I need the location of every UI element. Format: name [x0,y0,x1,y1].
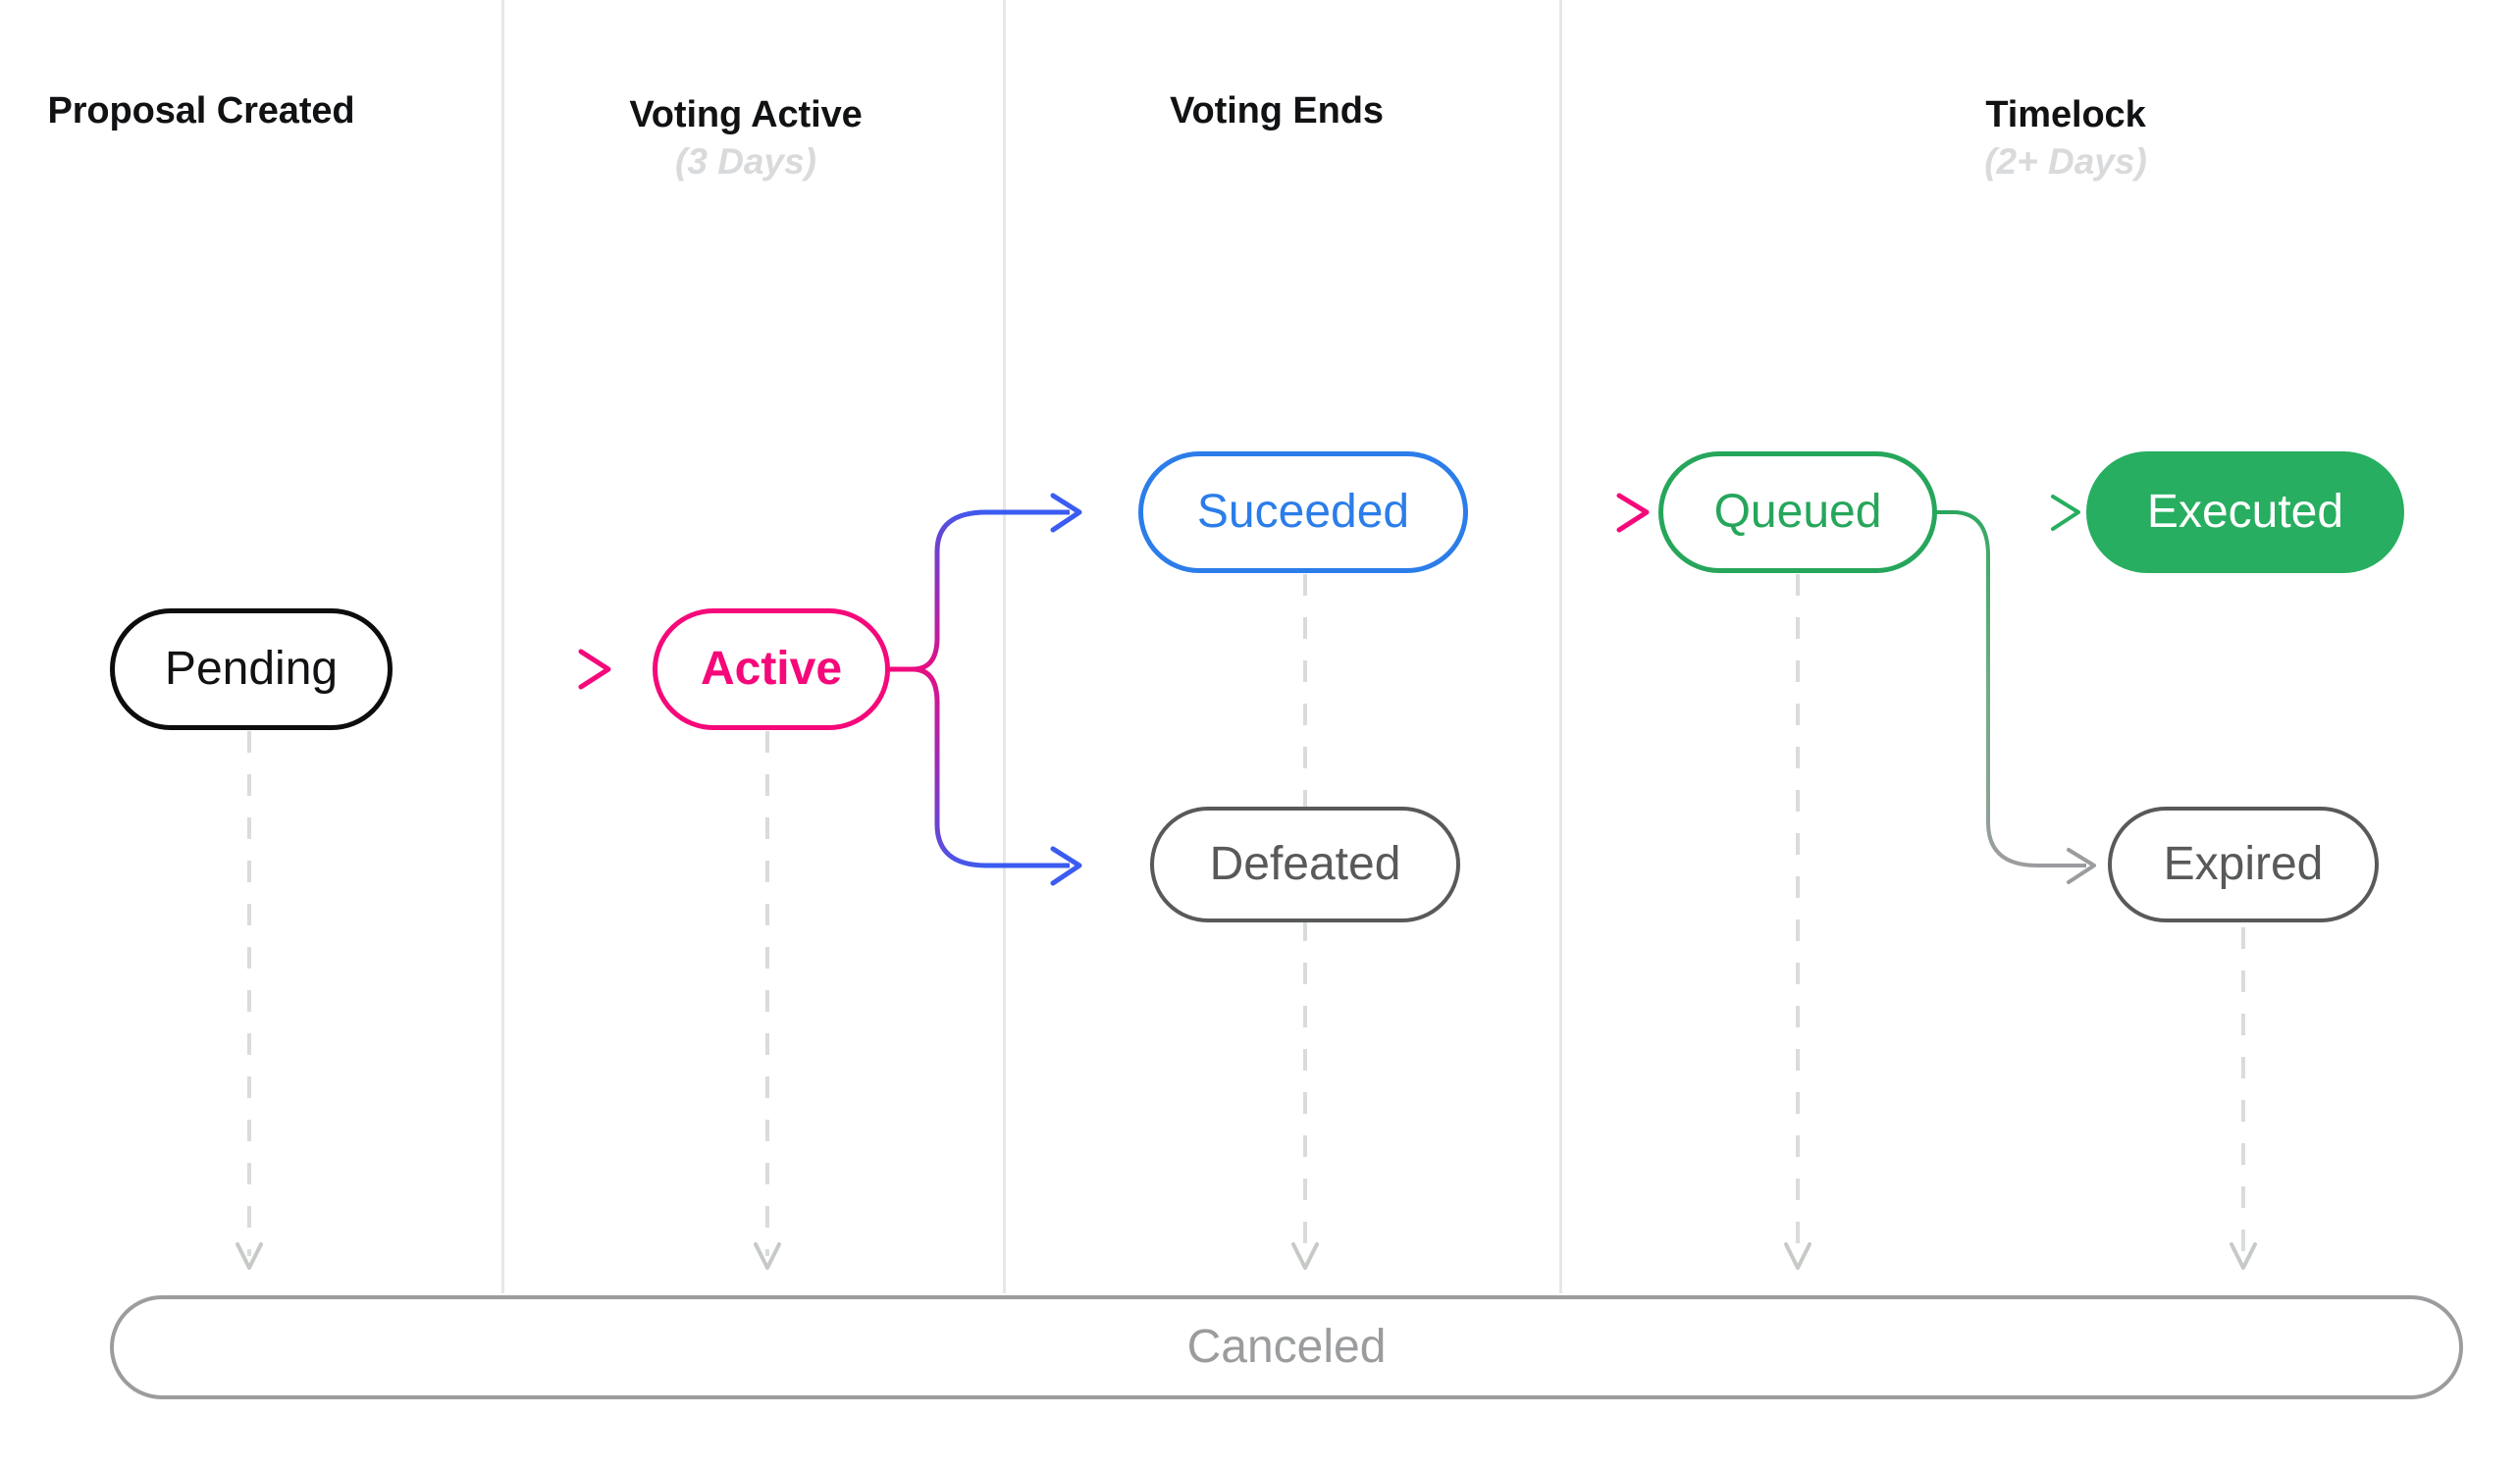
state-node-label: Active [700,643,843,695]
state-node-label: Canceled [1186,1321,1387,1373]
state-node-expired[interactable]: Expired [2108,807,2379,922]
state-node-pending[interactable]: Pending [110,608,393,730]
phase-duration: (3 Days) [675,140,816,182]
state-node-executed[interactable]: Executed [2086,451,2404,573]
phase-header-voting-ends: Voting Ends [1115,90,1439,133]
state-node-canceled[interactable]: Canceled [110,1295,2463,1399]
phase-duration: (2+ Days) [1984,140,2147,182]
state-node-defeated[interactable]: Defeated [1150,807,1460,922]
state-node-label: Pending [164,643,339,695]
phase-title: Timelock [1985,94,2146,135]
phase-title: Proposal Created [47,90,355,131]
state-node-label: Executed [2146,486,2344,538]
phase-header-voting-active: Voting Active (3 Days) [584,94,908,186]
phase-header-proposal-created: Proposal Created [39,90,363,133]
cancel-drop-from-active [754,731,781,1270]
phase-title: Voting Ends [1170,90,1384,131]
phase-header-timelock: Timelock (2+ Days) [1904,94,2228,186]
state-node-label: Queued [1713,486,1882,538]
column-divider-2 [1003,0,1006,1293]
cancel-drop-from-queued [1784,574,1811,1270]
transition-queued-to-expired [1936,510,2096,884]
cancel-drop-from-pending [236,731,263,1270]
state-node-succeeded[interactable]: Suceeded [1138,451,1468,573]
state-node-label: Suceeded [1196,486,1410,538]
transition-succeeded-to-queued [1466,493,1650,533]
column-divider-3 [1559,0,1562,1293]
state-node-label: Defeated [1209,838,1401,890]
column-divider-1 [501,0,504,1293]
transition-queued-to-executed [1936,495,2080,531]
transition-active-to-defeated [889,666,1082,886]
state-node-label: Expired [2163,838,2324,890]
cancel-drop-from-expired [2230,927,2257,1270]
state-node-queued[interactable]: Queued [1658,451,1937,573]
state-node-active[interactable]: Active [653,608,890,730]
transition-active-to-succeeded [889,493,1082,672]
phase-title: Voting Active [629,94,863,135]
